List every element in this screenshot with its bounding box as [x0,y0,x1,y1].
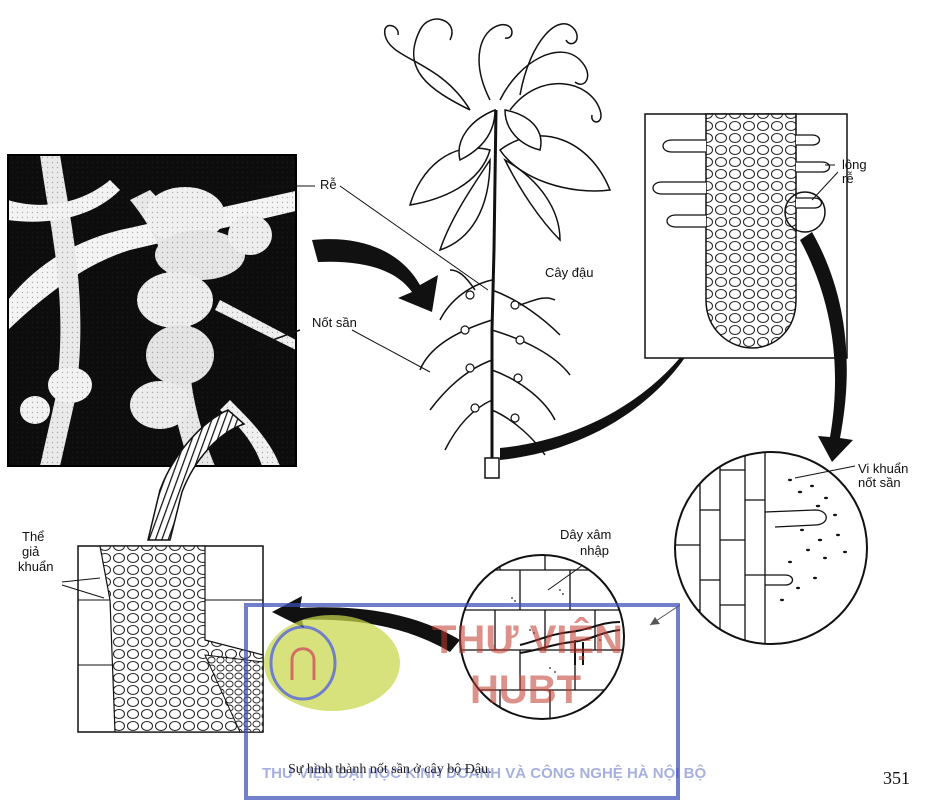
label-root-hair-2: rễ [842,172,854,186]
label-bacteroid-2: giả [22,545,39,559]
label-infection-1: Dây xâm [560,528,611,542]
label-root-hair-1: lông [842,158,867,172]
label-bacteroid-1: Thể [22,530,44,544]
watermark-title-2: HUBT [470,668,581,713]
university-logo [264,615,400,711]
label-bacteroid-3: khuẩn [18,560,53,574]
label-bean-plant: Cây đậu [545,266,593,280]
label-bacteria-1: Vi khuẩn [858,462,908,476]
figure-caption: Sự hình thành nốt sần ở cây bộ Đậu. [288,762,492,778]
watermark-title-1: THƯ VIỆN [432,618,623,663]
label-bacteria-2: nốt sần [858,476,901,490]
arrow-photo-to-plant [312,239,438,312]
label-root: Rễ [320,178,337,192]
root-tip-panel [645,114,847,358]
label-infection-2: nhập [580,544,609,558]
root-nodule-photo [8,155,300,466]
nodule-pointer-line [352,330,430,372]
bacteroid-panel [78,546,263,732]
page-number: 351 [883,768,910,789]
label-nodule: Nốt sần [312,316,357,330]
bacteria-circle [675,440,867,660]
bean-plant-drawing [385,19,610,478]
